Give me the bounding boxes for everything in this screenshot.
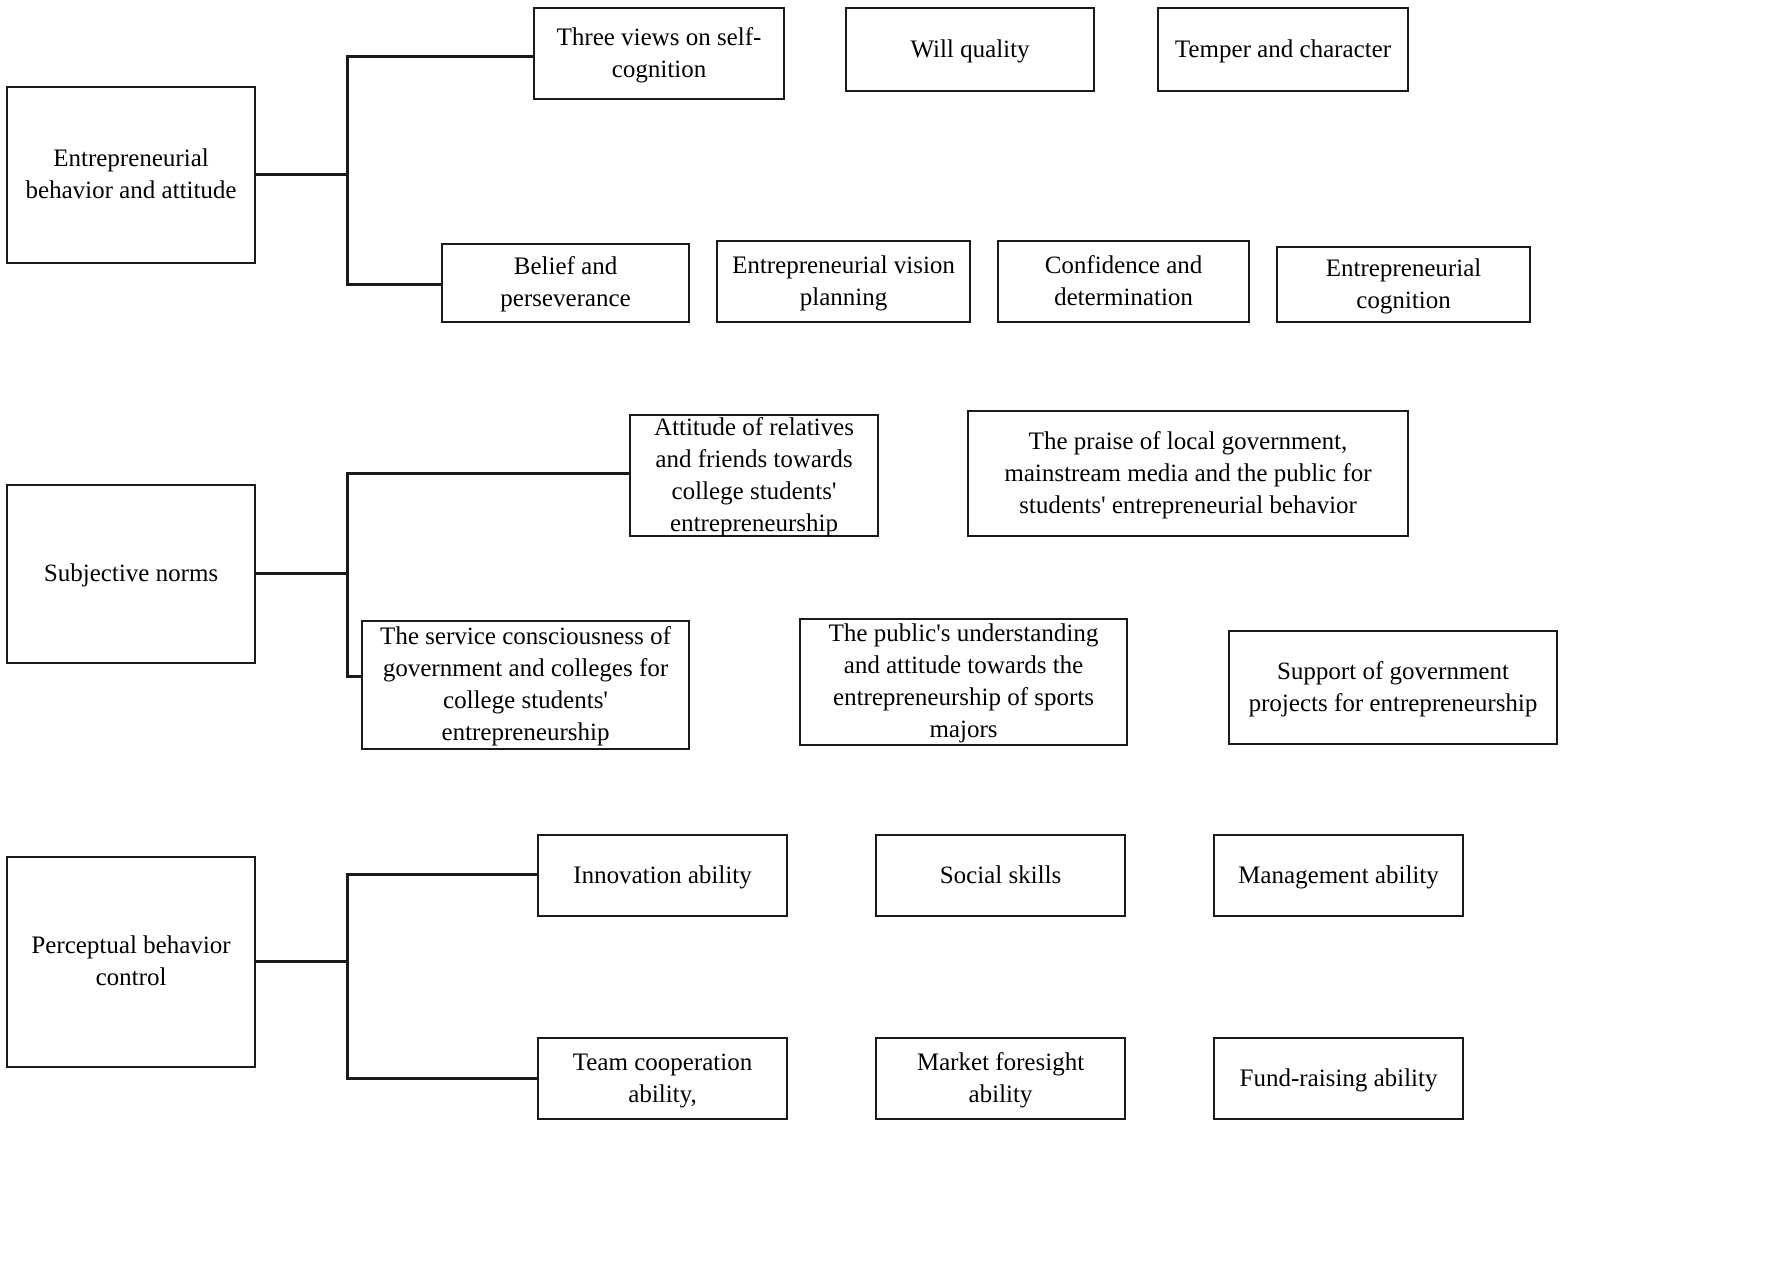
node-subjective-norms[interactable]: Subjective norms <box>6 484 256 664</box>
node-label: The service consciousness of government … <box>380 623 671 746</box>
node-service-consciousness-of-government-and-colleges[interactable]: The service consciousness of government … <box>361 620 690 750</box>
node-label: Team cooperation ability, <box>572 1048 753 1108</box>
connector-g1-branch-bottom <box>346 283 443 286</box>
node-label: Belief and perseverance <box>500 253 631 312</box>
node-entrepreneurial-vision-planning[interactable]: Entrepreneurial vision planning <box>716 240 971 323</box>
connector-g1-spine <box>346 55 349 286</box>
node-label: The praise of local government, mainstre… <box>1004 427 1372 519</box>
node-label: Three views on self-cognition <box>556 23 762 83</box>
connector-g2-branch-top <box>346 472 631 475</box>
connector-g2-branch-bottom <box>346 675 363 678</box>
node-label: Perceptual behavior control <box>31 932 231 991</box>
node-label: Will quality <box>910 35 1030 63</box>
node-team-cooperation-ability[interactable]: Team cooperation ability, <box>537 1037 788 1120</box>
node-management-ability[interactable]: Management ability <box>1213 834 1464 917</box>
node-belief-and-perseverance[interactable]: Belief and perseverance <box>441 243 690 323</box>
connector-g3-stem <box>256 960 348 963</box>
node-label: Temper and character <box>1174 35 1392 63</box>
node-social-skills[interactable]: Social skills <box>875 834 1126 917</box>
node-temper-and-character[interactable]: Temper and character <box>1157 7 1409 92</box>
node-label: Entrepreneurial behavior and attitude <box>25 145 237 204</box>
node-market-foresight-ability[interactable]: Market foresight ability <box>875 1037 1126 1120</box>
node-label: Social skills <box>939 861 1062 889</box>
node-confidence-and-determination[interactable]: Confidence and determination <box>997 240 1250 323</box>
node-label: Attitude of relatives and friends toward… <box>654 413 854 537</box>
node-label: Entrepreneurial vision planning <box>732 251 955 311</box>
connector-g1-stem <box>256 173 348 176</box>
node-label: Fund-raising ability <box>1239 1064 1438 1092</box>
node-perceptual-behavior-control[interactable]: Perceptual behavior control <box>6 856 256 1068</box>
node-fund-raising-ability[interactable]: Fund-raising ability <box>1213 1037 1464 1120</box>
node-label: Confidence and determination <box>1044 251 1203 311</box>
node-label: Market foresight ability <box>916 1048 1085 1108</box>
node-label: The public's understanding and attitude … <box>828 620 1099 743</box>
node-innovation-ability[interactable]: Innovation ability <box>537 834 788 917</box>
node-label: Entrepreneurial cognition <box>1325 254 1482 314</box>
connector-g2-spine <box>346 472 349 678</box>
node-three-views-on-self-cognition[interactable]: Three views on self-cognition <box>533 7 785 100</box>
node-entrepreneurial-behavior-and-attitude[interactable]: Entrepreneurial behavior and attitude <box>6 86 256 264</box>
connector-g3-branch-top <box>346 873 540 876</box>
node-publics-understanding-and-attitude[interactable]: The public's understanding and attitude … <box>799 618 1128 746</box>
node-label: Innovation ability <box>573 861 752 889</box>
node-label: Management ability <box>1238 861 1439 889</box>
node-attitude-of-relatives-and-friends[interactable]: Attitude of relatives and friends toward… <box>629 414 879 537</box>
node-support-of-government-projects[interactable]: Support of government projects for entre… <box>1228 630 1558 745</box>
connector-g2-stem <box>256 572 348 575</box>
node-will-quality[interactable]: Will quality <box>845 7 1095 92</box>
node-entrepreneurial-cognition[interactable]: Entrepreneurial cognition <box>1276 246 1531 323</box>
node-praise-of-local-government[interactable]: The praise of local government, mainstre… <box>967 410 1409 537</box>
connector-g1-branch-top <box>346 55 533 58</box>
node-label: Subjective norms <box>43 560 219 587</box>
connector-g3-spine <box>346 873 349 1079</box>
node-label: Support of government projects for entre… <box>1248 657 1538 717</box>
connector-g3-branch-bottom <box>346 1077 540 1080</box>
